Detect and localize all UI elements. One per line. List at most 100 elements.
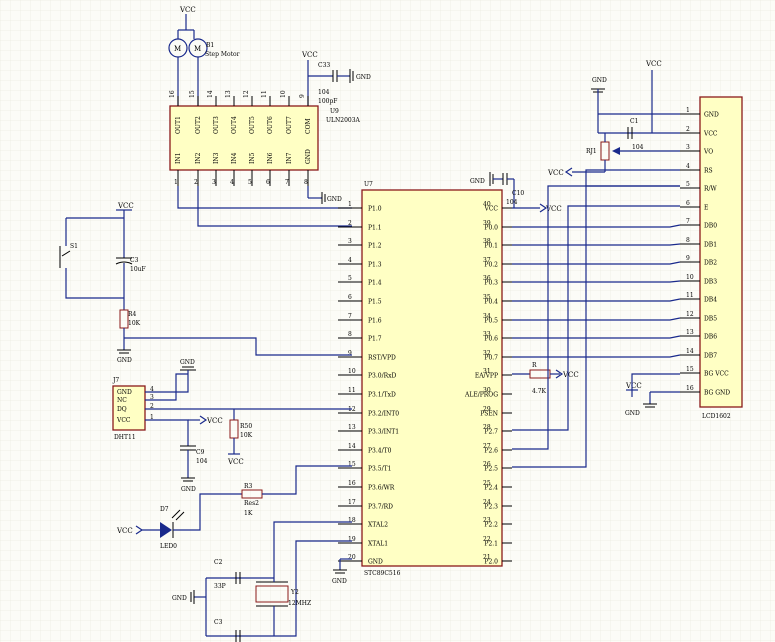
svg-text:DQ: DQ (117, 406, 127, 413)
c33-val2: 100pF (318, 98, 337, 105)
svg-text:GND: GND (180, 359, 195, 366)
svg-text:12: 12 (243, 90, 250, 98)
svg-text:DB4: DB4 (704, 297, 717, 304)
svg-text:P1.6: P1.6 (368, 318, 382, 325)
svg-text:14: 14 (348, 443, 356, 450)
svg-text:16: 16 (169, 90, 176, 98)
d7-ref: D7 (160, 506, 169, 513)
svg-text:VCC: VCC (483, 206, 498, 213)
svg-text:P2.3: P2.3 (484, 504, 498, 511)
uln-ref: U9 (330, 108, 339, 115)
svg-text:15: 15 (348, 461, 356, 468)
svg-text:VCC: VCC (645, 60, 662, 68)
svg-text:PSEN: PSEN (480, 411, 498, 418)
svg-text:35: 35 (483, 294, 491, 301)
svg-text:7: 7 (686, 218, 690, 225)
svg-text:1: 1 (150, 414, 154, 421)
svg-text:3: 3 (686, 144, 690, 151)
svg-text:IN7: IN7 (286, 152, 293, 164)
svg-text:GND: GND (368, 559, 383, 566)
motor-ref: B1 (206, 42, 214, 49)
d7-val: LED0 (160, 543, 177, 550)
svg-text:GND: GND (356, 74, 371, 81)
svg-text:1: 1 (174, 179, 178, 186)
svg-text:P0.0: P0.0 (484, 225, 498, 232)
svg-text:4: 4 (230, 179, 234, 186)
c2-ref: C2 (214, 559, 223, 566)
svg-text:2: 2 (194, 179, 198, 186)
svg-text:12: 12 (686, 311, 694, 318)
svg-text:BG GND: BG GND (704, 390, 730, 397)
svg-text:XTAL1: XTAL1 (368, 541, 388, 548)
c33-val: 104 (318, 89, 330, 96)
svg-text:VCC: VCC (625, 382, 642, 390)
rj1-potentiometer: RJ1 VCC (547, 133, 680, 177)
ea-resistor: VCC R 4.7K (512, 362, 579, 395)
svg-text:OUT3: OUT3 (213, 116, 220, 134)
dht11-part: DHT11 (114, 434, 136, 441)
lcd-body (699, 96, 743, 408)
svg-text:29: 29 (483, 406, 491, 413)
svg-text:DB3: DB3 (704, 279, 717, 286)
mcu-left-pin: 8P1.7 (338, 331, 382, 343)
y2-ref: Y2 (290, 589, 299, 596)
svg-text:VCC: VCC (703, 131, 718, 138)
svg-text:9: 9 (299, 94, 306, 98)
svg-text:13: 13 (225, 90, 232, 98)
mcu-part: STC89C516 (364, 570, 401, 577)
mcu-left-pin: 1P1.0 (338, 201, 382, 213)
svg-text:24: 24 (483, 499, 491, 506)
svg-text:14: 14 (686, 348, 694, 355)
svg-text:OUT2: OUT2 (195, 116, 202, 134)
uln2003a: 16OUT115OUT214OUT313OUT412OUT511OUT610OU… (169, 90, 361, 186)
svg-text:2: 2 (348, 220, 352, 227)
svg-text:P0.4: P0.4 (484, 299, 498, 306)
dht11-ref: J7 (112, 377, 119, 384)
svg-text:15: 15 (189, 90, 196, 98)
svg-text:E: E (704, 205, 708, 212)
crystal-circuit: C2 33P C3 Y2 12MHZ GND (172, 521, 352, 642)
c33-capacitor: VCC GND C33 104 100pF (301, 51, 371, 106)
svg-text:2: 2 (686, 126, 690, 133)
svg-text:P2.0: P2.0 (484, 559, 498, 566)
svg-text:OUT6: OUT6 (267, 116, 274, 134)
svg-text:19: 19 (348, 536, 356, 543)
svg-text:20: 20 (348, 554, 356, 561)
mcu-body (361, 189, 503, 567)
svg-text:EA/VPP: EA/VPP (475, 373, 498, 380)
svg-text:3: 3 (150, 394, 154, 401)
svg-text:P3.7/RD: P3.7/RD (368, 504, 393, 511)
c3b-ref: C3 (214, 619, 223, 626)
svg-text:NC: NC (117, 397, 127, 404)
svg-text:DB2: DB2 (704, 260, 717, 267)
svg-text:15: 15 (686, 366, 694, 373)
lcd-pin: 5R/W (680, 181, 718, 193)
motor-name: Step Motor (205, 51, 240, 58)
svg-text:36: 36 (483, 275, 491, 282)
c33-ref: C33 (318, 62, 330, 69)
svg-text:COM: COM (305, 118, 312, 134)
svg-text:40: 40 (483, 201, 491, 208)
